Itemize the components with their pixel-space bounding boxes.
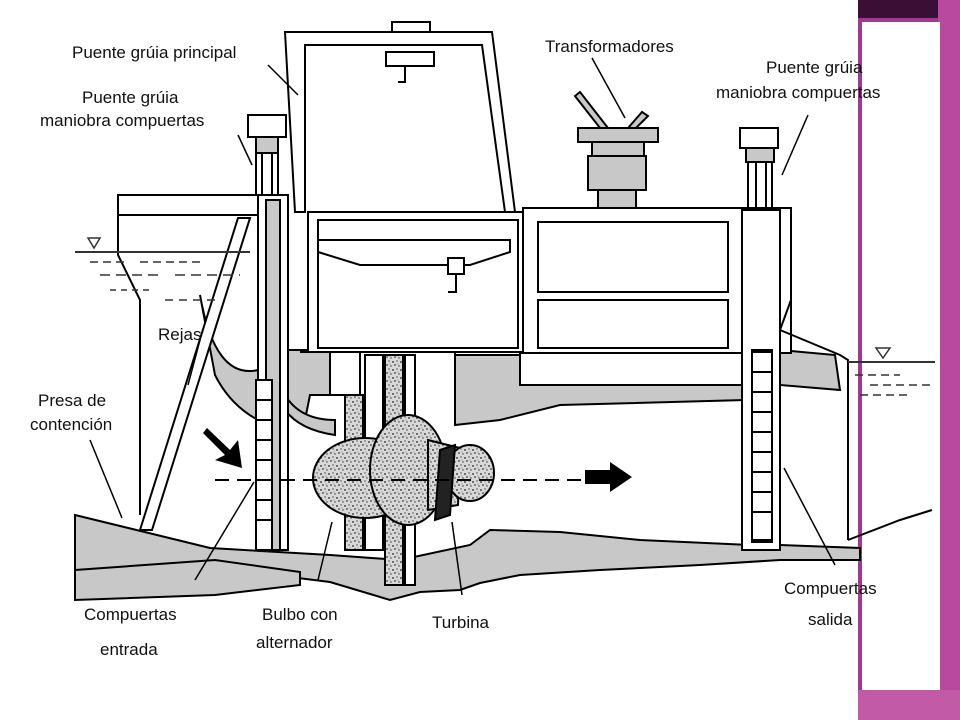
label-main-crane: Puente grúia principal	[72, 43, 236, 62]
main-crane	[283, 21, 517, 213]
label-bulb-2: alternador	[256, 633, 333, 652]
slide-frame-decoration	[858, 0, 960, 720]
outflow-arrow	[585, 462, 632, 492]
transformer	[573, 90, 659, 209]
label-outlet-gates-2: salida	[808, 610, 853, 629]
label-dam-1: Presa de	[38, 391, 106, 410]
label-gate-crane-right-1: Puente grúia	[766, 58, 863, 77]
right-gate-ladder	[751, 351, 773, 541]
labels: Puente grúia principal Puente grúia mani…	[30, 37, 880, 659]
label-inlet-gates-1: Compuertas	[84, 605, 177, 624]
label-racks: Rejas	[158, 325, 201, 344]
downstream-water	[848, 347, 935, 396]
label-outlet-gates-1: Compuertas	[784, 579, 877, 598]
left-gate-ladder	[255, 379, 273, 551]
hall-crane-hook	[447, 257, 465, 293]
label-turbine: Turbina	[432, 613, 490, 632]
leader-lines	[89, 57, 836, 596]
label-dam-2: contención	[30, 415, 112, 434]
riverbed	[847, 509, 933, 541]
inflow-arrow	[203, 428, 242, 468]
label-gate-crane-left-1: Puente grúia	[82, 88, 179, 107]
trash-rack	[138, 217, 252, 531]
right-gate-crane	[739, 127, 779, 210]
label-inlet-gates-2: entrada	[100, 640, 158, 659]
label-bulb-1: Bulbo con	[262, 605, 338, 624]
label-gate-crane-left-2: maniobra compuertas	[40, 111, 204, 130]
left-gate-crane	[247, 114, 287, 195]
turbine-blade	[433, 443, 457, 522]
label-transformers: Transformadores	[545, 37, 674, 56]
bulb-generator-group	[312, 354, 495, 586]
label-gate-crane-right-2: maniobra compuertas	[716, 83, 880, 102]
upstream-water	[75, 237, 250, 301]
flow-indicators	[203, 428, 632, 492]
